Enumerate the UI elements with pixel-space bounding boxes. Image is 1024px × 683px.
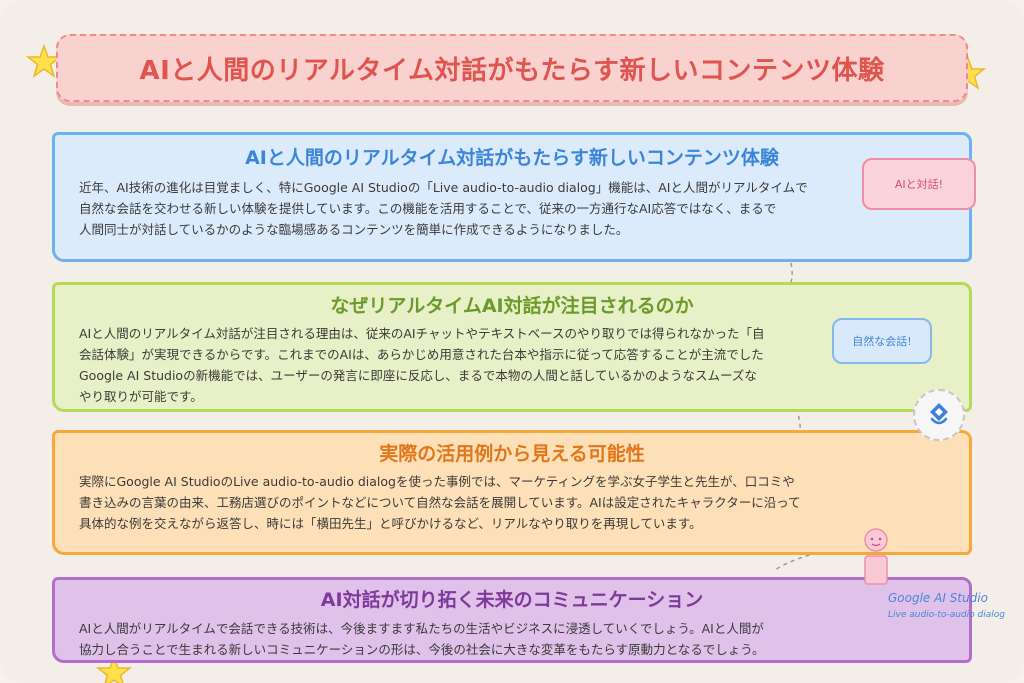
section-body: 近年、AI技術の進化は目覚ましく、特にGoogle AI Studioの「Liv… — [79, 180, 808, 237]
section-heading: AI対話が切り拓く未来のコミュニケーション — [320, 589, 704, 611]
section-future: AI対話が切り拓く未来のコミュニケーション AIと人間がリアルタイムで会話できる… — [52, 577, 972, 663]
google-ai-studio-logo-icon — [913, 389, 965, 441]
product-caption: Google AI Studio — [888, 591, 988, 605]
title-banner: AIと人間のリアルタイム対話がもたらす新しいコンテンツ体験 — [56, 34, 968, 102]
section-examples: 実際の活用例から見える可能性 実際にGoogle AI StudioのLive … — [52, 430, 972, 555]
section-heading: なぜリアルタイムAI対話が注目されるのか — [330, 295, 694, 317]
section-why: なぜリアルタイムAI対話が注目されるのか AIと人間のリアルタイム対話が注目され… — [52, 282, 972, 412]
page-title: AIと人間のリアルタイム対話がもたらす新しいコンテンツ体験 — [139, 55, 885, 86]
section-heading: 実際の活用例から見える可能性 — [379, 443, 645, 465]
section-heading: AIと人間のリアルタイム対話がもたらす新しいコンテンツ体験 — [245, 147, 779, 169]
speech-bubble-natural-talk: 自然な会話! — [832, 318, 932, 364]
section-body: 実際にGoogle AI StudioのLive audio-to-audio … — [79, 474, 801, 531]
feature-caption: Live audio-to-audio dialog — [888, 610, 1005, 620]
character-icon — [864, 528, 888, 585]
star-icon — [96, 655, 132, 683]
section-body: AIと人間がリアルタイムで会話できる技術は、今後ますます私たちの生活やビジネスに… — [79, 621, 765, 657]
speech-bubble-ai-talk: AIと対話! — [862, 158, 976, 210]
section-intro: AIと人間のリアルタイム対話がもたらす新しいコンテンツ体験 近年、AI技術の進化… — [52, 132, 972, 262]
section-body: AIと人間のリアルタイム対話が注目される理由は、従来のAIチャットやテキストベー… — [79, 326, 765, 404]
